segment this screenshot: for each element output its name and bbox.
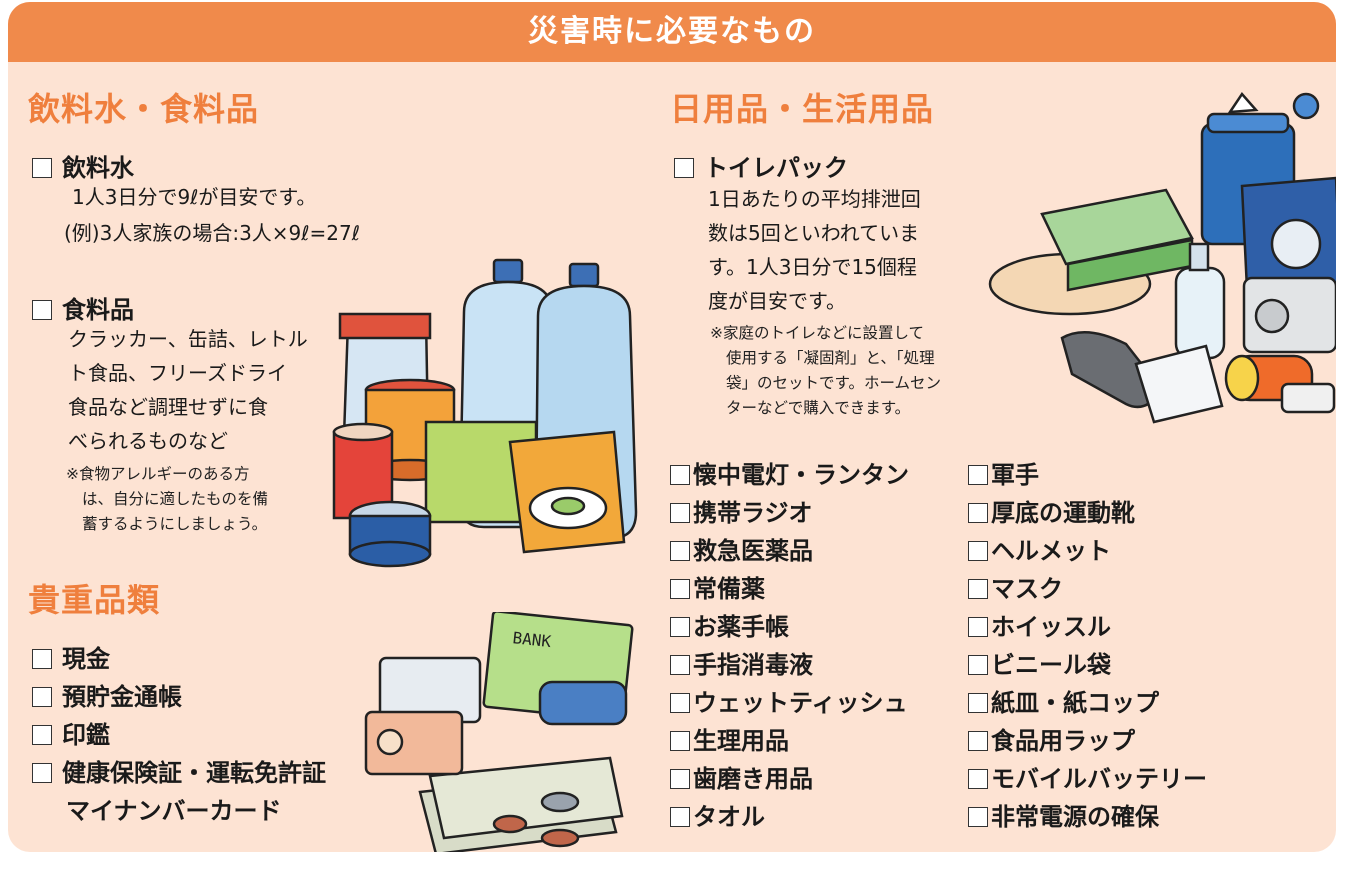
checkbox[interactable] — [32, 649, 52, 669]
water-label: 飲料水 — [62, 154, 134, 182]
valuables-heading: 貴重品類 — [28, 581, 161, 619]
list-item: 常備薬 — [670, 570, 909, 608]
list-item: ウェットティッシュ — [670, 684, 909, 722]
checkbox[interactable] — [968, 693, 988, 713]
toilet-desc-2: 数は5回といわれていま — [708, 221, 920, 245]
checkbox[interactable] — [32, 687, 52, 707]
valuable-item: 預貯金通帳 — [32, 677, 182, 712]
list-item: ホイッスル — [968, 608, 1207, 646]
toilet-note-4: ターなどで購入できます。 — [726, 399, 911, 417]
checkbox[interactable] — [670, 503, 690, 523]
checkbox[interactable] — [968, 807, 988, 827]
valuables-illustration: BANK — [364, 612, 634, 852]
valuable-item: 印鑑 — [32, 715, 110, 750]
list-item: 歯磨き用品 — [670, 760, 909, 798]
checkbox[interactable] — [670, 617, 690, 637]
checkbox[interactable] — [32, 725, 52, 745]
daily-goods-illustration — [988, 91, 1336, 424]
food-desc-4: べられるものなど — [68, 429, 228, 453]
checkbox[interactable] — [670, 655, 690, 675]
daily-list-col2: 軍手 厚底の運動靴 ヘルメット マスク ホイッスル ビニール袋 紙皿・紙コップ … — [968, 456, 1207, 836]
checkbox[interactable] — [670, 769, 690, 789]
list-item: ヘルメット — [968, 532, 1207, 570]
checkbox[interactable] — [670, 807, 690, 827]
list-item: 食品用ラップ — [968, 722, 1207, 760]
toilet-note-2: 使用する「凝固剤」と、「処理 — [726, 349, 935, 367]
banner-title: 災害時に必要なもの — [8, 2, 1336, 62]
toilet-label: トイレパック — [704, 154, 848, 182]
food-note-3: 蓄するようにしましょう。 — [82, 515, 268, 533]
list-item: 紙皿・紙コップ — [968, 684, 1207, 722]
food-water-illustration — [332, 258, 638, 568]
water-desc-2: (例)3人家族の場合:3人×9ℓ=27ℓ — [64, 221, 361, 245]
list-item: 生理用品 — [670, 722, 909, 760]
list-item: 携帯ラジオ — [670, 494, 909, 532]
list-item: お薬手帳 — [670, 608, 909, 646]
checkbox[interactable] — [968, 655, 988, 675]
water-desc-1: 1人3日分で9ℓが目安です。 — [72, 185, 317, 209]
food-desc-1: クラッカー、缶詰、レトル — [68, 327, 308, 351]
checkbox[interactable] — [670, 731, 690, 751]
list-item: タオル — [670, 798, 909, 836]
list-item: 懐中電灯・ランタン — [670, 456, 909, 494]
list-item: 手指消毒液 — [670, 646, 909, 684]
valuable-item: 健康保険証・運転免許証 — [32, 753, 326, 788]
checkbox[interactable] — [968, 731, 988, 751]
food-label: 食料品 — [62, 296, 134, 324]
checkbox[interactable] — [968, 465, 988, 485]
list-item: 軍手 — [968, 456, 1207, 494]
toilet-note-3: 袋」のセットです。ホームセン — [726, 374, 941, 392]
bank-book-label: BANK — [512, 628, 553, 651]
checkbox[interactable] — [968, 579, 988, 599]
list-item: 非常電源の確保 — [968, 798, 1207, 836]
food-heading: 飲料水・食料品 — [28, 90, 260, 128]
valuable-label-continued: マイナンバーカード — [66, 797, 282, 825]
list-item: マスク — [968, 570, 1207, 608]
checkbox[interactable] — [968, 617, 988, 637]
toilet-note-1: ※家庭のトイレなどに設置して — [710, 324, 925, 342]
list-item: 救急医薬品 — [670, 532, 909, 570]
list-item: モバイルバッテリー — [968, 760, 1207, 798]
checkbox[interactable] — [968, 503, 988, 523]
checkbox[interactable] — [670, 693, 690, 713]
checkbox[interactable] — [670, 465, 690, 485]
toilet-desc-1: 1日あたりの平均排泄回 — [708, 187, 921, 211]
info-card: 災害時に必要なもの 飲料水・食料品 飲料水 1人3日分で9ℓが目安です。 (例)… — [8, 2, 1336, 852]
daily-list-col1: 懐中電灯・ランタン 携帯ラジオ 救急医薬品 常備薬 お薬手帳 手指消毒液 ウェッ… — [670, 456, 909, 836]
valuable-label: 現金 — [62, 645, 110, 673]
valuable-label: 健康保険証・運転免許証 — [62, 759, 326, 787]
water-item: 飲料水 — [32, 148, 134, 183]
checkbox[interactable] — [670, 579, 690, 599]
checkbox[interactable] — [670, 541, 690, 561]
list-item: 厚底の運動靴 — [968, 494, 1207, 532]
toilet-desc-3: す。1人3日分で15個程 — [708, 255, 917, 279]
valuable-label: 印鑑 — [62, 721, 110, 749]
food-item: 食料品 — [32, 290, 134, 325]
food-note-2: は、自分に適したものを備 — [82, 490, 269, 508]
toilet-item: トイレパック — [674, 148, 848, 183]
food-note-1: ※食物アレルギーのある方 — [66, 465, 250, 483]
checkbox[interactable] — [32, 763, 52, 783]
checkbox[interactable] — [968, 541, 988, 561]
toilet-desc-4: 度が目安です。 — [708, 289, 846, 313]
checkbox[interactable] — [32, 158, 52, 178]
valuable-item: 現金 — [32, 639, 110, 674]
food-desc-2: ト食品、フリーズドライ — [68, 361, 287, 385]
food-desc-3: 食品など調理せずに食 — [68, 395, 268, 419]
checkbox[interactable] — [968, 769, 988, 789]
checkbox[interactable] — [32, 300, 52, 320]
checkbox[interactable] — [674, 158, 694, 178]
list-item: ビニール袋 — [968, 646, 1207, 684]
daily-heading: 日用品・生活用品 — [670, 90, 935, 128]
valuable-label: 預貯金通帳 — [62, 683, 182, 711]
